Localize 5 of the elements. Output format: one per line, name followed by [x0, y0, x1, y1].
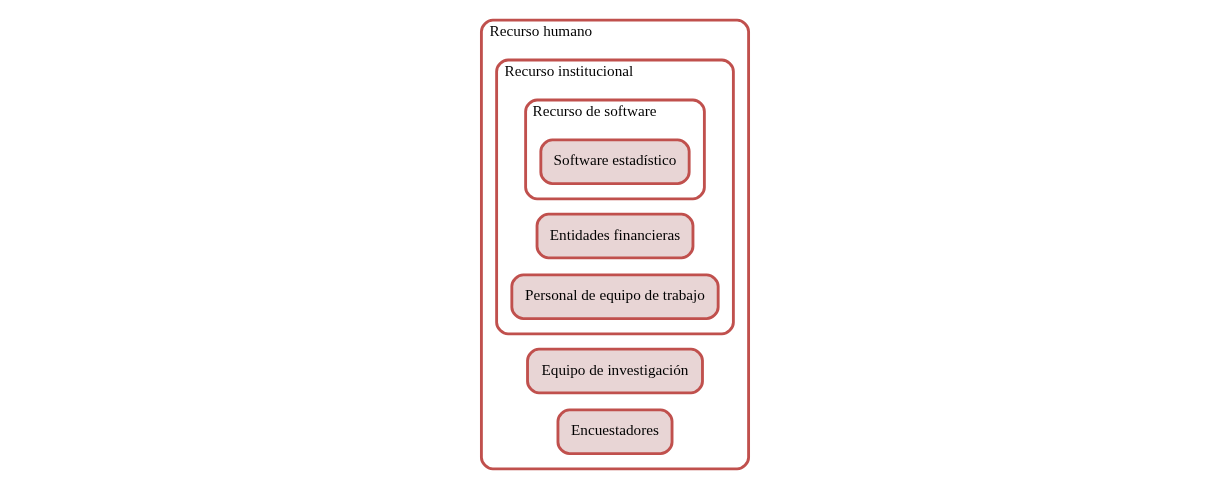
node-box: Encuestadores	[556, 408, 674, 456]
node-box: Equipo de investigación	[526, 347, 704, 395]
node-box: Entidades financieras	[535, 212, 695, 260]
node-box: Software estadístico	[539, 138, 691, 186]
node-box: Personal de equipo de trabajo	[510, 273, 720, 321]
